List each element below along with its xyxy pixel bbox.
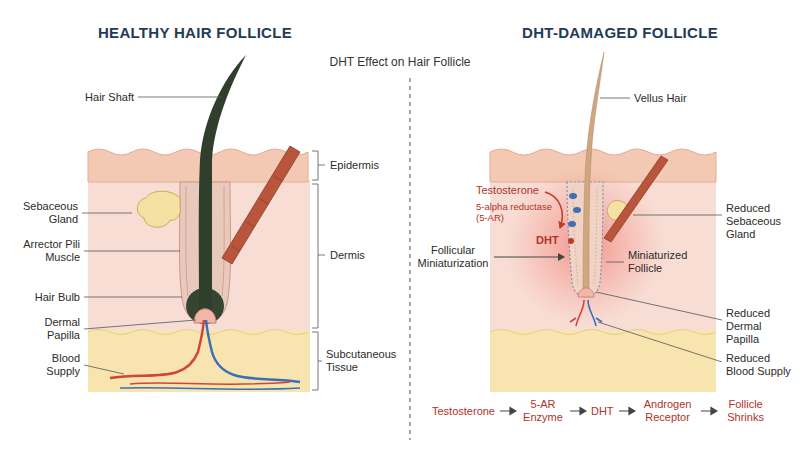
hormone-label: Testosterone	[476, 184, 539, 197]
artery	[110, 320, 204, 378]
subcutaneous-layer	[490, 330, 716, 392]
hair-shaft	[199, 55, 246, 318]
layer-label: Epidermis	[330, 159, 400, 172]
part-label: Miniaturized Follicle	[628, 249, 698, 275]
subcutaneous-layer	[88, 330, 310, 392]
fat-boundary	[490, 330, 716, 335]
pointer-arrow	[494, 257, 564, 258]
vein	[120, 388, 300, 390]
diagram-title: DHT Effect on Hair Follicle	[250, 55, 550, 70]
leader-line	[138, 97, 222, 98]
flow-arrow-head	[570, 408, 586, 415]
part-label: Dermal Papilla	[30, 316, 80, 342]
part-label: Hair Shaft	[44, 91, 134, 104]
androgen-receptor	[568, 221, 576, 227]
leader-line	[598, 322, 722, 362]
pathway-step: DHT	[591, 405, 614, 418]
androgen-receptor	[573, 207, 581, 213]
leader-line	[84, 365, 124, 374]
part-label: Blood Supply	[30, 352, 80, 378]
leader-line	[606, 262, 624, 263]
pathway-step: Androgen Receptor	[640, 398, 696, 424]
reduced-vein	[588, 300, 602, 326]
hormone-label: DHT	[536, 234, 559, 247]
panel-heading: HEALTHY HAIR FOLLICLE	[45, 24, 345, 42]
vein	[206, 320, 300, 382]
arrector-pili-muscle	[604, 156, 668, 242]
leader-line	[82, 213, 132, 214]
part-label: Reduced Blood Supply	[726, 352, 794, 378]
flow-arrow	[499, 406, 517, 416]
reduced-artery	[570, 300, 584, 326]
flow-arrow	[618, 406, 636, 416]
fat-boundary	[88, 330, 308, 335]
dht-molecule	[568, 238, 574, 244]
androgen-receptor	[569, 193, 577, 199]
layer-label: Subcutaneous Tissue	[326, 348, 400, 374]
artery	[130, 382, 290, 384]
leader-line	[633, 215, 722, 216]
flow-arrow-head	[619, 408, 635, 415]
sheath-line	[186, 186, 188, 296]
leader-line	[84, 297, 182, 298]
flow-arrow	[569, 406, 587, 416]
flow-arrow-head	[701, 408, 717, 415]
process-label: Follicular Miniaturization	[414, 244, 492, 270]
leader-line	[84, 251, 180, 252]
vellus-hair	[583, 52, 604, 292]
arrector-pili-muscle	[222, 146, 300, 264]
muscle-striation	[232, 176, 282, 251]
part-label: Sebaceous Gland	[4, 200, 78, 226]
leader-lines	[82, 97, 222, 374]
pathway-row: Testosterone 5-AR Enzyme DHT Androgen Recep…	[432, 396, 770, 426]
leader-line	[84, 320, 196, 329]
part-label: Arrector Pili Muscle	[8, 238, 80, 264]
enzyme-label: 5-alpha reductase (5-AR)	[476, 201, 558, 223]
sebaceous-gland	[137, 191, 180, 227]
flow-arrow-head	[500, 408, 516, 415]
leader-line	[596, 292, 722, 320]
leader-line	[600, 98, 630, 99]
reduced-dermal-papilla	[578, 288, 594, 297]
layer-label: Dermis	[330, 249, 400, 262]
panel-heading: DHT-DAMAGED FOLLICLE	[470, 24, 770, 42]
flow-arrow	[700, 406, 718, 416]
sheath-line	[222, 186, 224, 296]
pathway-step: Testosterone	[432, 405, 495, 418]
part-label: Reduced Dermal Papilla	[726, 307, 794, 346]
divider	[410, 78, 411, 440]
part-label: Reduced Sebaceous Gland	[726, 202, 794, 241]
part-label: Hair Bulb	[8, 291, 80, 304]
leader-lines	[596, 98, 722, 362]
pathway-step: Follicle Shrinks	[722, 398, 770, 424]
part-label: Vellus Hair	[634, 92, 714, 105]
layer-bracket	[312, 151, 325, 390]
pathway-step: 5-AR Enzyme	[521, 398, 565, 424]
